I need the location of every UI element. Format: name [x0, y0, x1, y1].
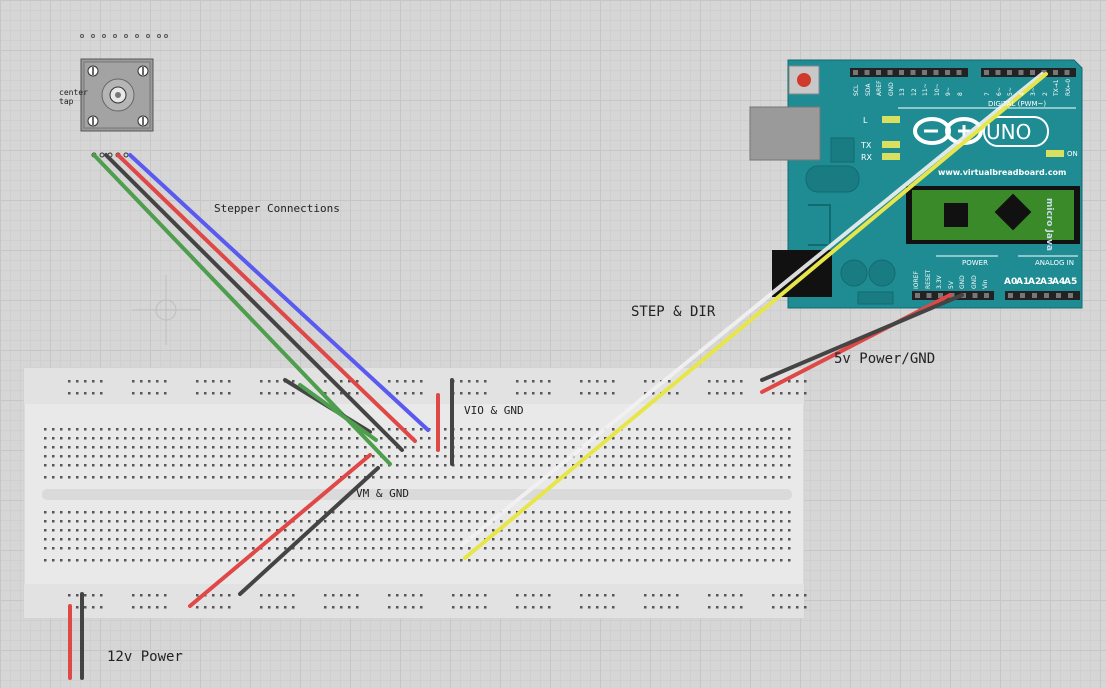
analog-header-label: ANALOG IN: [1035, 259, 1074, 267]
pin-label: 12: [910, 88, 918, 96]
wire-yellow-dir[interactable]: [463, 72, 1048, 560]
pin-label: 4: [1018, 92, 1026, 96]
on-label: ON: [1067, 150, 1078, 158]
power-12v-label: 12v Power: [107, 649, 183, 665]
wire-white-step[interactable]: [460, 72, 1044, 547]
pin-label: 5~: [1007, 87, 1014, 96]
led-l-label: L: [863, 116, 868, 125]
pin-label: RX←0: [1064, 78, 1072, 96]
vio-gnd-label: VIO & GND: [464, 404, 524, 417]
wire-red-5v[interactable]: [760, 293, 952, 394]
analog-pin-label: A5: [1064, 277, 1078, 287]
pin-label: 11~: [922, 83, 929, 96]
wire-black-vm[interactable]: [238, 466, 380, 596]
pin-label: 5V: [947, 281, 955, 289]
pin-label: 2: [1041, 92, 1049, 96]
pin-label: 13: [899, 88, 906, 96]
pin-label: SDA: [864, 83, 872, 96]
wire-green-jumper[interactable]: [298, 383, 378, 442]
pin-label: 7: [984, 92, 991, 96]
wire-red-vm[interactable]: [188, 453, 372, 608]
pin-label: IOREF: [913, 271, 920, 289]
pin-label: 6~: [995, 87, 1003, 96]
pin-label: TX→1: [1053, 79, 1060, 96]
analog-pin-label: A0: [1004, 277, 1018, 287]
analog-pin-label: A1: [1016, 277, 1030, 287]
pin-label: 9~: [945, 87, 952, 96]
pin-label: SCL: [853, 84, 860, 96]
mounting-screws: [87, 65, 149, 127]
analog-pin-label: A2: [1028, 277, 1042, 287]
pin-label: GND: [970, 275, 978, 289]
pin-label: 3~: [1030, 87, 1037, 96]
power-header-label: POWER: [962, 259, 988, 267]
arduino-url-label: www.virtualbreadboard.com: [938, 168, 1067, 177]
wire-black-stepper[interactable]: [104, 153, 404, 452]
pin-label: 10~: [933, 83, 941, 96]
wire-red-stepper[interactable]: [116, 153, 417, 443]
pin-label: GND: [959, 275, 966, 289]
wire-blue-stepper[interactable]: [128, 153, 430, 432]
pin-label: GND: [887, 82, 895, 96]
pin-label: RESET: [924, 269, 932, 289]
power-5v-gnd-label: 5v Power/GND: [834, 351, 936, 367]
stepper-motor[interactable]: [80, 58, 154, 158]
pin-label: 3.3V: [936, 275, 943, 289]
breadboard-holes: [44, 380, 807, 609]
chip-label: micro Java: [1044, 198, 1054, 251]
stepper-connections-label: Stepper Connections: [214, 202, 340, 215]
led-tx-label: TX: [861, 141, 872, 150]
pin-label: 8: [956, 92, 964, 96]
vm-gnd-label: VM & GND: [356, 487, 409, 500]
step-dir-label: STEP & DIR: [631, 304, 716, 320]
wire-black-gnd[interactable]: [760, 293, 964, 382]
arduino-model-label: UNO: [986, 120, 1032, 144]
stepper-header-pins: [80, 34, 168, 38]
pin-label: AREF: [876, 80, 883, 96]
arduino-uno-board[interactable]: [749, 59, 1083, 309]
analog-pin-label: A3: [1040, 277, 1054, 287]
pin-label: Vin: [982, 279, 989, 289]
center-tap-label: center tap: [59, 88, 88, 106]
breadboard[interactable]: [23, 367, 807, 619]
digital-header-label: DIGITAL (PWM~): [988, 100, 1047, 108]
led-rx-label: RX: [861, 153, 873, 162]
analog-pin-label: A4: [1052, 277, 1066, 287]
wires: [68, 72, 1048, 680]
crosshair-marker: [132, 275, 200, 345]
